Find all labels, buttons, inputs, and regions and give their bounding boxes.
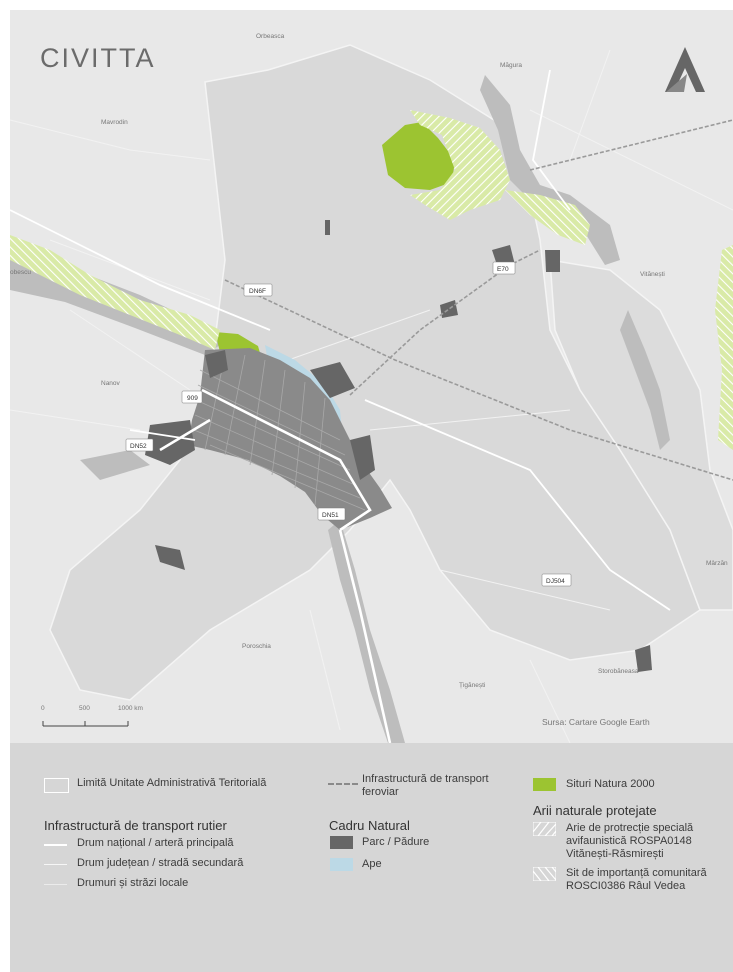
svg-text:909: 909 bbox=[187, 395, 198, 402]
legend-road-national-swatch bbox=[44, 844, 67, 846]
shield-dn52: DN52 bbox=[125, 438, 154, 452]
legend-road-county-swatch bbox=[44, 864, 67, 865]
railways bbox=[224, 119, 733, 481]
place-poroschia: Poroschia bbox=[242, 643, 271, 650]
legend-water-label: Ape bbox=[362, 858, 382, 870]
legend-natural-heading: Cadru Natural bbox=[329, 818, 410, 833]
shield-dn51: DN51 bbox=[317, 507, 346, 521]
rosci0386-area-west bbox=[10, 235, 220, 350]
legend-road-local-label: Drumuri și străzi locale bbox=[77, 877, 189, 889]
legend-road-national-label: Drum național / arteră principală bbox=[77, 837, 234, 849]
legend-road-heading: Infrastructură de transport rutier bbox=[44, 818, 227, 833]
road-shields: DN6F E70 909 DN52 DN51 DJ504 bbox=[125, 261, 572, 587]
shield-dj504: DJ504 bbox=[541, 573, 572, 587]
scale-bar: 0 500 1000 km bbox=[41, 705, 143, 727]
legend-rospa-label: Arie de protrecție specială avifaunistic… bbox=[566, 822, 694, 860]
legend-park-swatch bbox=[330, 836, 353, 849]
svg-text:E70: E70 bbox=[497, 266, 509, 273]
city-grid bbox=[193, 354, 366, 511]
county-roads bbox=[10, 69, 671, 611]
place-storobaneasa: Storobăneasa bbox=[598, 668, 639, 675]
national-roads bbox=[159, 388, 392, 743]
legend-road-county-label: Drum județean / stradă secundară bbox=[77, 857, 244, 869]
shield-909: 909 bbox=[181, 390, 203, 404]
rospa0148-area bbox=[410, 110, 510, 220]
place-nanov: Nanov bbox=[101, 380, 121, 387]
scale-label-1000: 1000 km bbox=[118, 705, 143, 712]
rosci0386-area-east bbox=[505, 190, 590, 245]
legend-uat-label: Limită Unitate Administrativă Teritorial… bbox=[77, 777, 267, 789]
place-labels: Orbeasca Măgura Mavrodin Vitănești Nanov… bbox=[10, 33, 728, 689]
natura2000-site-north bbox=[382, 122, 455, 190]
shield-dn6f: DN6F bbox=[243, 283, 273, 297]
legend-protected-heading: Arii naturale protejate bbox=[533, 803, 657, 818]
svg-text:DN6F: DN6F bbox=[249, 288, 266, 295]
map-canvas[interactable]: Orbeasca Măgura Mavrodin Vitănești Nanov… bbox=[10, 10, 733, 743]
scale-label-500: 500 bbox=[79, 705, 90, 712]
scale-label-0: 0 bbox=[41, 705, 45, 712]
legend-rail-swatch bbox=[328, 783, 358, 785]
place-orbeasca: Orbeasca bbox=[256, 33, 285, 40]
legend-natura-label: Situri Natura 2000 bbox=[566, 778, 655, 790]
legend: Limită Unitate Administrativă Teritorial… bbox=[10, 743, 733, 972]
legend-natura-swatch bbox=[533, 778, 556, 791]
place-vitanesti: Vitănești bbox=[640, 271, 665, 278]
legend-rosci-swatch bbox=[533, 867, 556, 881]
map-svg: Orbeasca Măgura Mavrodin Vitănești Nanov… bbox=[10, 33, 733, 743]
place-mavrodin: Mavrodin bbox=[101, 119, 128, 126]
map-source: Sursa: Cartare Google Earth bbox=[542, 717, 650, 727]
urban-area bbox=[188, 348, 392, 530]
rosci0386-area-edge bbox=[715, 245, 733, 450]
brand-logo: CIVITTA bbox=[40, 43, 156, 73]
map-frame: Orbeasca Măgura Mavrodin Vitănești Nanov… bbox=[10, 10, 733, 972]
legend-rail-label: Infrastructură de transport feroviar bbox=[362, 773, 489, 798]
legend-rosci-label: Sit de importanță comunitară ROSCI0386 R… bbox=[566, 867, 707, 892]
place-dobrotesti: obescu bbox=[10, 269, 31, 276]
legend-road-local-swatch bbox=[44, 884, 67, 885]
svg-text:DN51: DN51 bbox=[322, 512, 339, 519]
legend-park-label: Parc / Pădure bbox=[362, 836, 430, 848]
svg-text:DN52: DN52 bbox=[130, 443, 147, 450]
place-marzanesti: Mârzăn bbox=[706, 560, 728, 567]
shield-e70: E70 bbox=[492, 261, 516, 275]
place-tiganesti: Țigănești bbox=[459, 682, 485, 689]
legend-uat-swatch bbox=[44, 778, 69, 793]
north-arrow-icon bbox=[665, 47, 705, 92]
legend-water-swatch bbox=[330, 858, 353, 871]
uat-polygon-east bbox=[549, 259, 733, 611]
legend-rospa-swatch bbox=[533, 822, 556, 836]
place-magura: Măgura bbox=[500, 62, 522, 69]
svg-text:DJ504: DJ504 bbox=[546, 578, 565, 585]
